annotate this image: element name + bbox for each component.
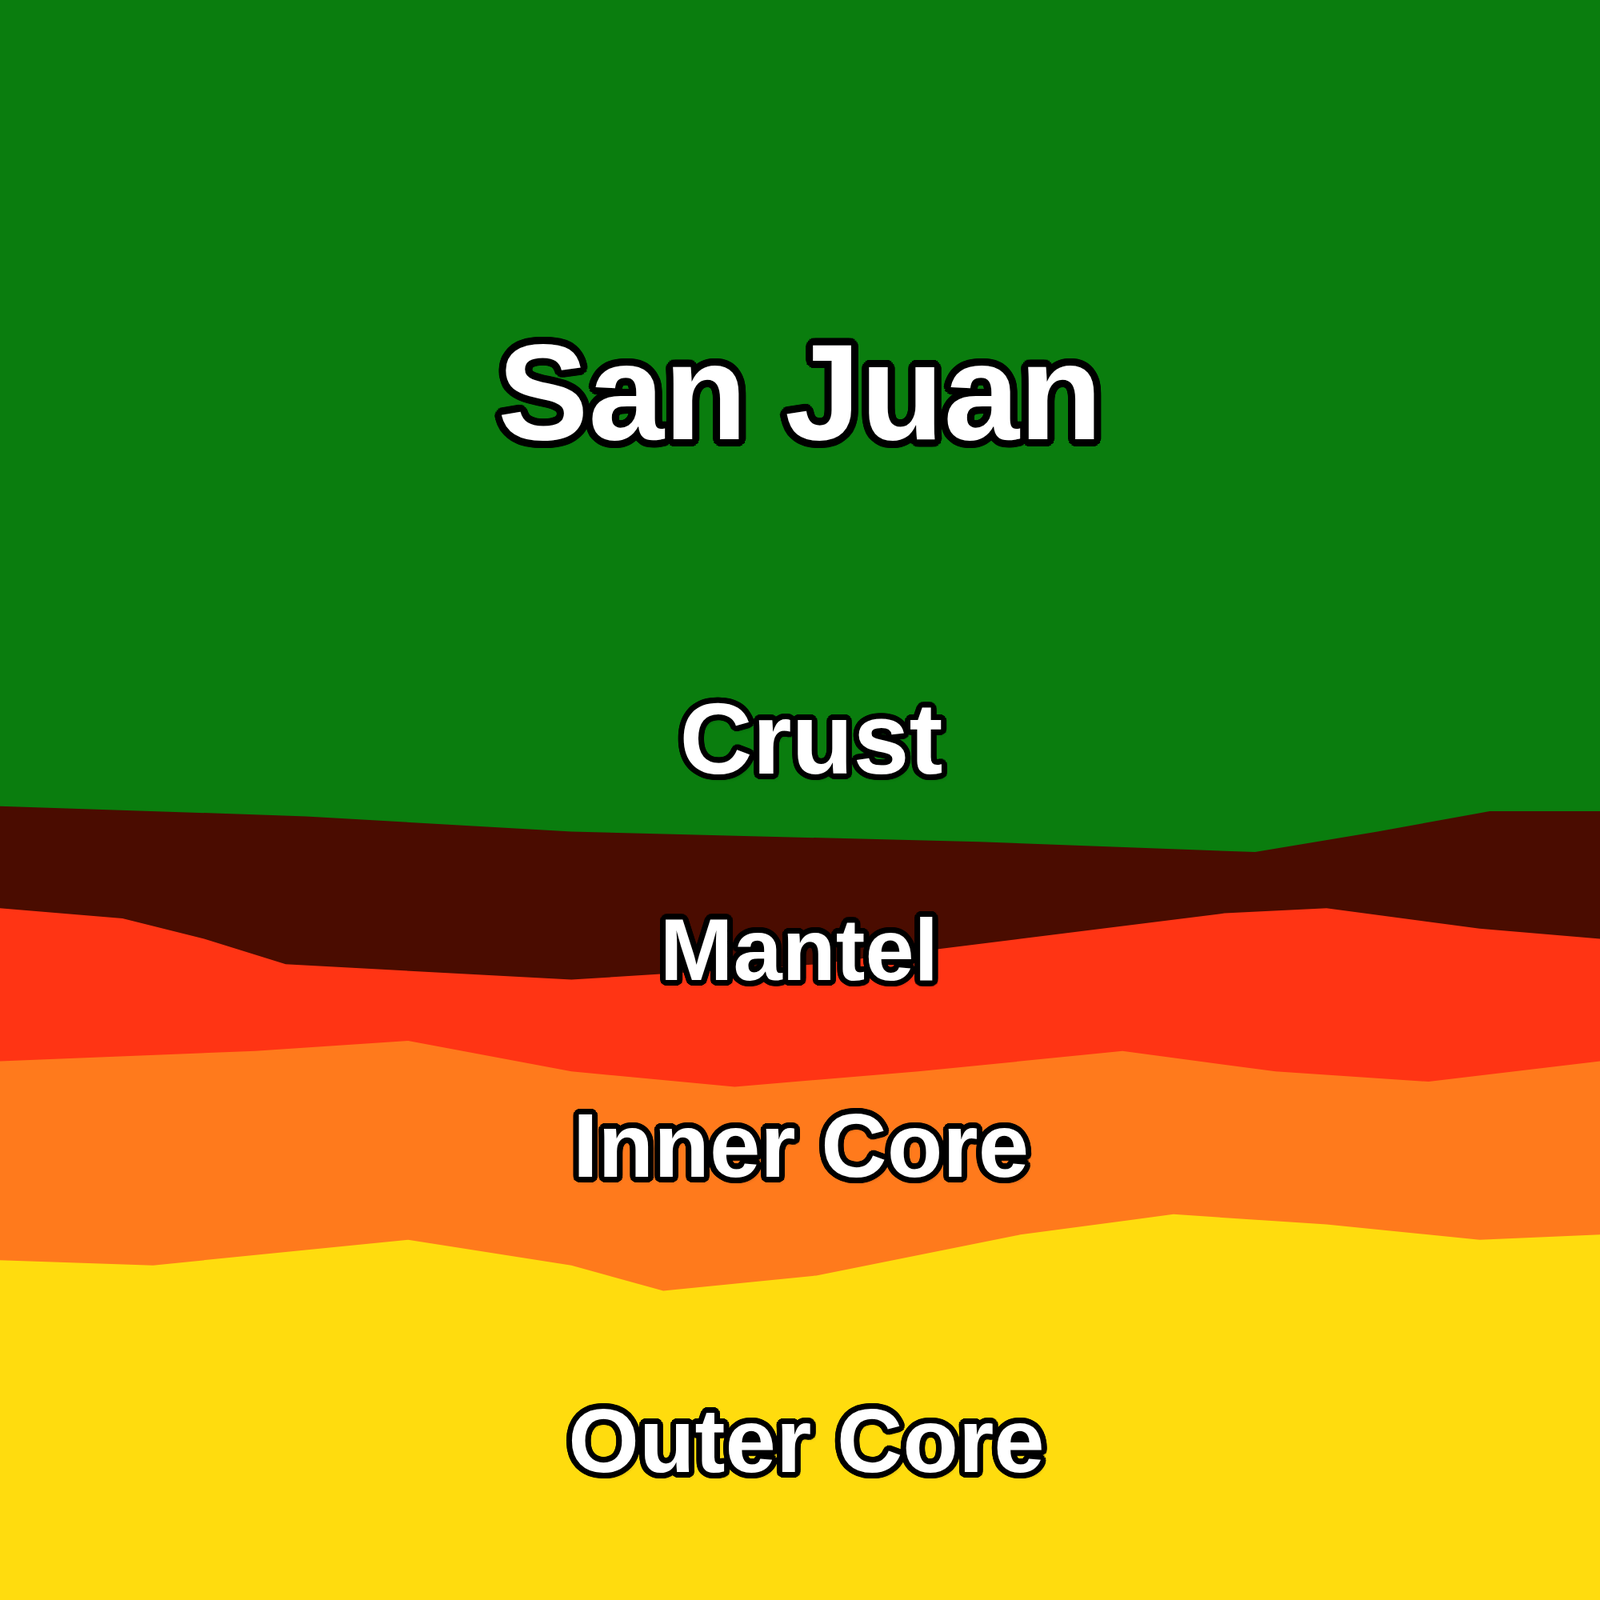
title-text: San Juan: [497, 317, 1103, 468]
brown-layer: [0, 0, 1600, 980]
earth-layer-band: Outer Core: [0, 1386, 1600, 1496]
green-layer: [0, 0, 1600, 852]
earth-layer-band: Crust: [0, 680, 1600, 800]
title-area: San Juan: [0, 312, 1600, 472]
earth-layer-band: Mantel: [0, 896, 1600, 1002]
layer-label: Inner Core: [572, 1095, 1029, 1196]
layer-label: Crust: [679, 684, 943, 796]
orange-layer: [0, 0, 1600, 1292]
layer-label: Outer Core: [568, 1390, 1044, 1491]
layer-label: Mantel: [660, 900, 939, 998]
red-layer: [0, 0, 1600, 1087]
earth-layer-band: Inner Core: [0, 1091, 1600, 1200]
